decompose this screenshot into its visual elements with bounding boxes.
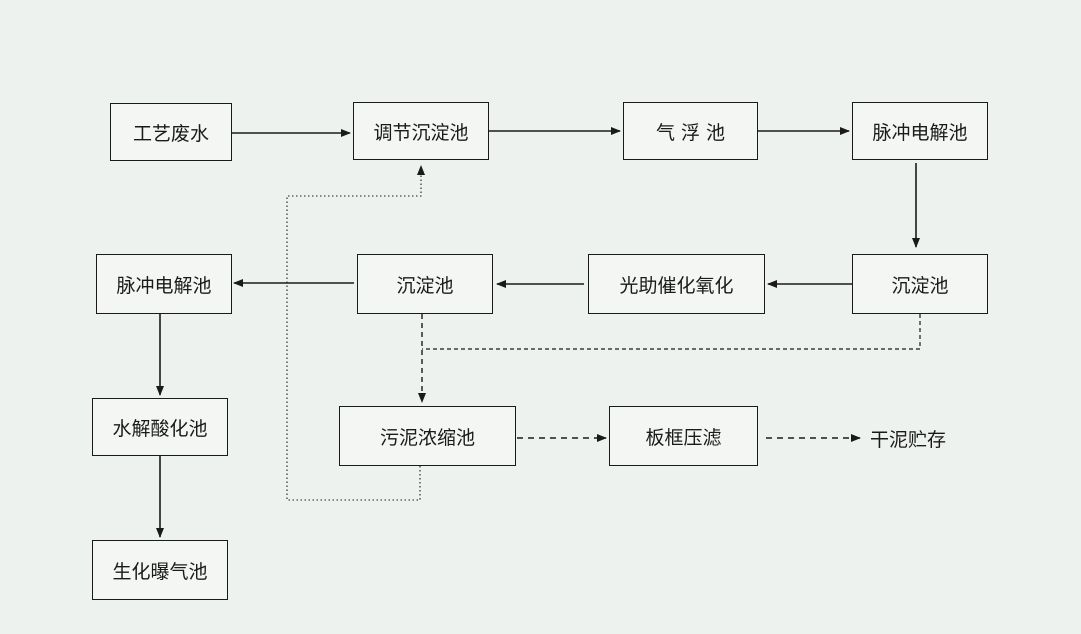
- node-filter-press: 板框压滤: [609, 406, 758, 466]
- node-pulse-electrolysis-2: 脉冲电解池: [96, 254, 232, 314]
- node-bio-aeration: 生化曝气池: [92, 540, 228, 600]
- node-wastewater: 工艺废水: [110, 103, 232, 161]
- node-label: 脉冲电解池: [872, 121, 968, 144]
- node-sludge-thickener: 污泥浓缩池: [339, 406, 516, 466]
- node-dry-sludge-storage: 干泥贮存: [870, 429, 947, 451]
- node-settling-tank-right: 沉淀池: [852, 254, 988, 314]
- node-label: 水解酸化池: [112, 417, 208, 440]
- node-label: 工艺废水: [132, 122, 209, 145]
- node-equalization-tank: 调节沉淀池: [353, 102, 489, 160]
- node-label: 沉淀池: [396, 274, 454, 297]
- node-label: 气 浮 池: [655, 121, 726, 144]
- node-pulse-electrolysis-1: 脉冲电解池: [852, 102, 988, 160]
- node-hydrolysis-acidification: 水解酸化池: [92, 398, 228, 456]
- node-label: 板框压滤: [645, 426, 722, 449]
- node-label: 污泥浓缩池: [379, 426, 475, 449]
- node-settling-tank-mid: 沉淀池: [357, 254, 493, 314]
- node-flotation-tank: 气 浮 池: [623, 102, 758, 160]
- node-label: 沉淀池: [891, 274, 949, 297]
- sludge-line-right-settling: [422, 314, 921, 350]
- node-photocatalytic-oxidation: 光助催化氧化: [588, 254, 765, 314]
- node-label: 生化曝气池: [112, 560, 208, 583]
- node-label: 调节沉淀池: [373, 121, 469, 144]
- node-label: 脉冲电解池: [116, 274, 212, 297]
- node-label: 光助催化氧化: [619, 274, 734, 297]
- return-line-thickener-to-equalization: [286, 165, 425, 501]
